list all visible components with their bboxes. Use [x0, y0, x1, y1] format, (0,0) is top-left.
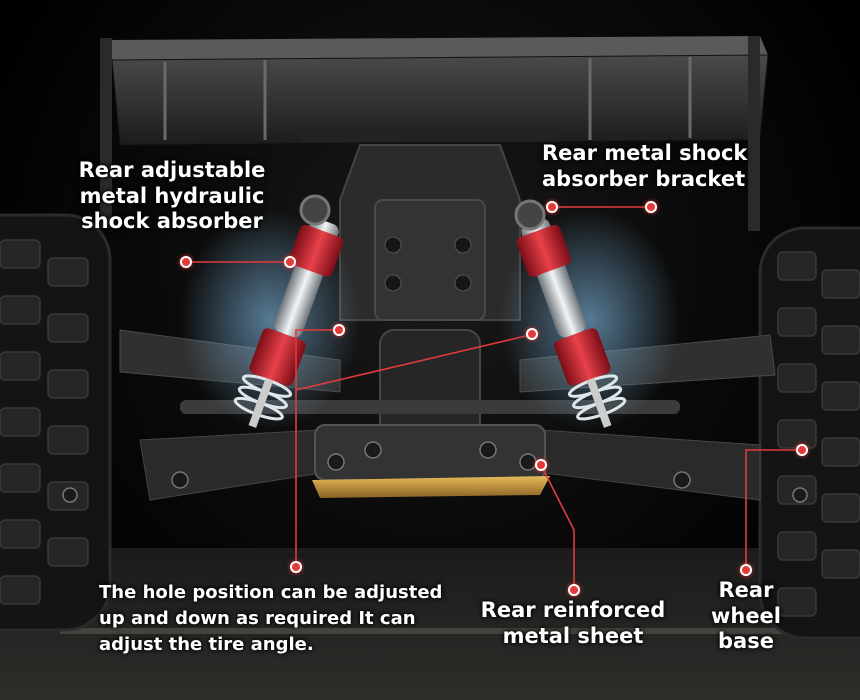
callout-dot-wheel-base — [740, 564, 752, 576]
callout-leader-lines — [188, 206, 802, 590]
left-shock — [180, 194, 360, 430]
label-line: Rear adjustable — [78, 158, 266, 182]
label-wheel-base: Rear wheel base — [680, 578, 812, 655]
callout-dot-rear-shock-end — [284, 256, 296, 268]
label-line: shock absorber — [81, 209, 263, 234]
label-hole-position: The hole position can be adjusted up and… — [99, 580, 479, 658]
callout-dot-hole-right — [526, 328, 538, 340]
label-rear-shock: Rear adjustable metal hydraulic shock ab… — [76, 158, 268, 235]
right-shock — [500, 199, 680, 430]
label-line: adjust the tire angle. — [99, 634, 314, 656]
label-shock-bracket: Rear metal shock absorber bracket — [542, 141, 772, 192]
label-line: base — [718, 629, 774, 654]
label-line: Rear reinforced — [480, 598, 666, 622]
left-tire — [0, 213, 112, 632]
callout-dot-bracket — [645, 201, 657, 213]
right-tire — [758, 226, 860, 640]
label-line: metal hydraulic — [79, 183, 265, 208]
callout-dot-sheet-end — [535, 459, 547, 471]
rear-wing — [100, 36, 769, 231]
label-line: Rear wheel — [710, 578, 782, 628]
label-line: The hole position can be adjusted — [99, 582, 443, 603]
callout-dot-rear-shock — [180, 256, 192, 268]
callout-dot-bracket-end — [546, 201, 558, 213]
label-line: Rear metal shock — [542, 141, 748, 165]
callout-dot-metal-sheet — [568, 584, 580, 596]
floor — [0, 548, 860, 700]
label-line: up and down as required It can — [99, 608, 416, 630]
callout-dot-wheel-end — [796, 444, 808, 456]
callout-dot-hole-position — [290, 561, 302, 573]
callout-dot-hole-left — [333, 324, 345, 336]
label-line: metal sheet — [502, 623, 644, 648]
label-metal-sheet: Rear reinforced metal sheet — [478, 598, 668, 649]
metal-sheet — [312, 476, 550, 498]
label-line: absorber bracket — [542, 166, 746, 191]
